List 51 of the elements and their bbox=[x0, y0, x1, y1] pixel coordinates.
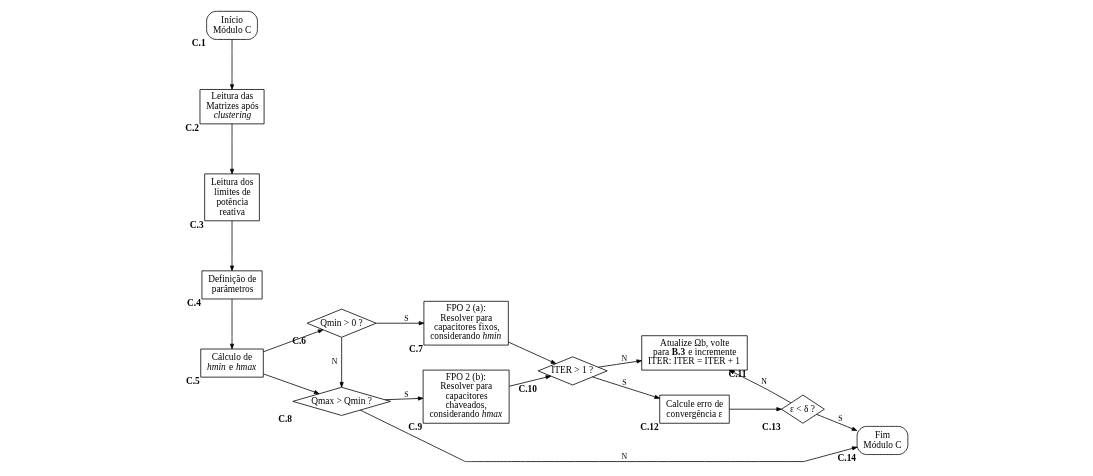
node-box: Atualize Ωb, volte para B.3 e incremente ITER: ITER = ITER + 1 bbox=[641, 335, 748, 371]
arrow bbox=[728, 369, 792, 404]
edge-label: N bbox=[331, 357, 338, 367]
edge-label: S bbox=[404, 313, 409, 323]
arrow bbox=[230, 123, 235, 175]
arrow bbox=[598, 359, 642, 368]
node-label: C.3 bbox=[189, 219, 204, 230]
arrow bbox=[339, 337, 344, 388]
node-label: C.10 bbox=[518, 383, 537, 394]
node-diamond: Qmax > Qmin ? bbox=[292, 386, 391, 416]
node-label: C.1 bbox=[191, 38, 206, 49]
node-label: C.9 bbox=[408, 421, 423, 432]
node-label: C.12 bbox=[640, 421, 659, 432]
arrow bbox=[508, 375, 552, 387]
node-label: C.13 bbox=[762, 421, 781, 432]
arrow bbox=[359, 409, 858, 462]
arrow bbox=[508, 341, 557, 364]
node-label: C.5 bbox=[185, 375, 200, 386]
arrow bbox=[263, 329, 324, 353]
edge-label: N bbox=[761, 377, 767, 387]
node-label: C.4 bbox=[187, 297, 201, 308]
arrow bbox=[384, 396, 424, 401]
node-box: Definição de parâmetros bbox=[201, 270, 263, 300]
arrow bbox=[592, 376, 660, 399]
node-box: FPO 2 (b): Resolver para capacitores chaveados, considerando hmax bbox=[422, 369, 510, 424]
arrow bbox=[230, 298, 235, 350]
arrow bbox=[729, 407, 782, 412]
node-box: Leitura dos limites de potência reativa bbox=[204, 173, 260, 222]
edge-label: N bbox=[621, 353, 628, 363]
arrow bbox=[263, 373, 320, 395]
node-box: Leitura das Matrizes após clustering bbox=[199, 89, 265, 125]
arrow bbox=[230, 39, 235, 90]
node-label: C.6 bbox=[292, 336, 306, 346]
node-box: Fim Módulo C bbox=[856, 426, 909, 455]
node-label: C.7 bbox=[409, 343, 423, 354]
edge-label: N bbox=[621, 452, 628, 462]
edge-label: S bbox=[622, 377, 627, 387]
arrow bbox=[375, 321, 425, 326]
arrow bbox=[816, 413, 858, 431]
node-box: Cálculo de hmin e hmax bbox=[200, 348, 264, 378]
node-label: C.14 bbox=[837, 453, 857, 464]
node-box: FPO 2 (a): Resolver para capacitores fixos, considerando hmin bbox=[423, 300, 509, 346]
node-box: Calcule erro de convergência ε bbox=[659, 394, 730, 424]
node-label: C.8 bbox=[278, 414, 292, 425]
edge-label: S bbox=[838, 413, 843, 423]
edge-label: S bbox=[404, 389, 409, 399]
node-diamond: ε < δ ? bbox=[781, 394, 825, 424]
node-label: C.2 bbox=[185, 122, 199, 133]
node-box: Início Módulo C bbox=[206, 10, 258, 40]
arrow bbox=[230, 220, 235, 272]
node-diamond: Qmin > 0 ? bbox=[306, 308, 377, 338]
